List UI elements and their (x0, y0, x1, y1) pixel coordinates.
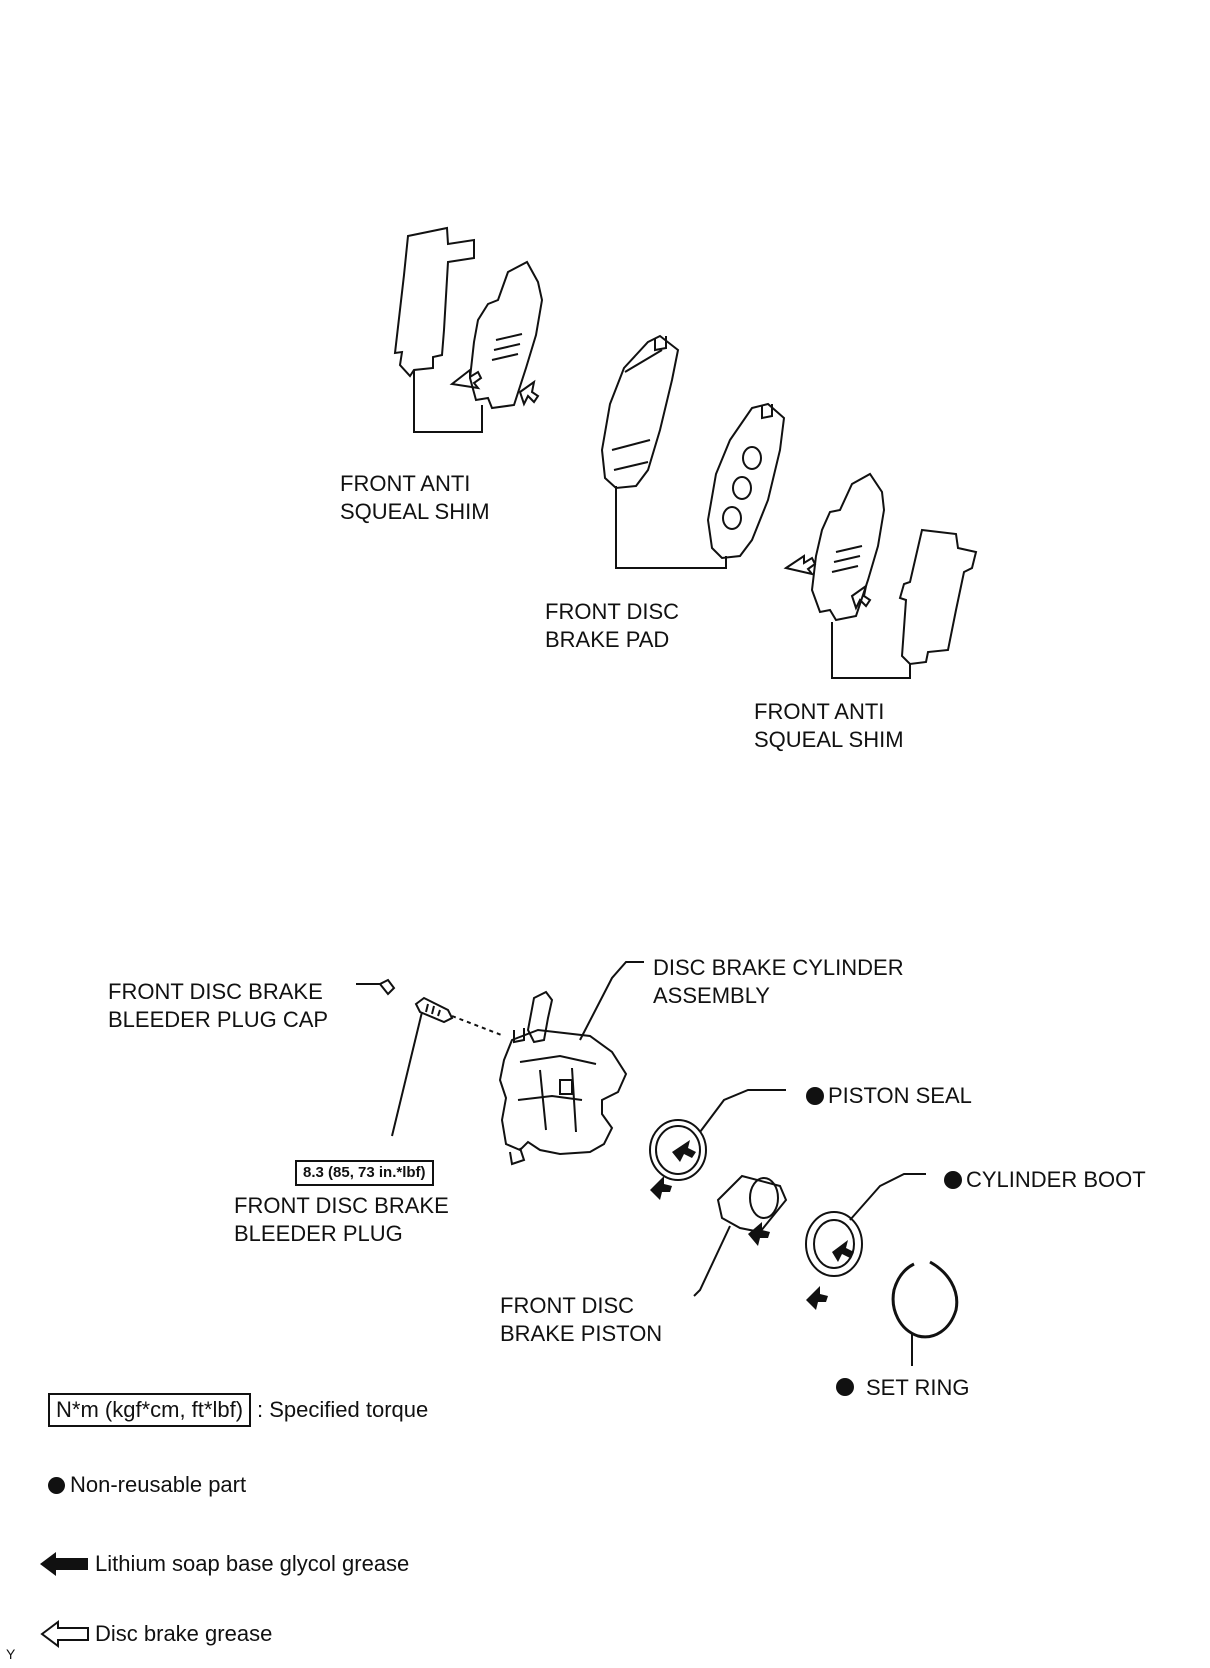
legend-lithium-grease: Lithium soap base glycol grease (95, 1551, 410, 1576)
filled-arrow-icon (40, 1552, 88, 1576)
cylinder-boot (805, 1211, 863, 1277)
piston-seal (649, 1119, 707, 1181)
label-set-ring: SET RING (866, 1375, 970, 1400)
filled-dot-icon (806, 1087, 962, 1396)
shim-left-inner (468, 260, 544, 410)
legend-disc-grease: Disc brake grease (95, 1621, 273, 1646)
brake-piston (716, 1174, 788, 1234)
shim-left-outer (393, 226, 475, 378)
label-bleeder-cap: FRONT DISC BRAKE BLEEDER PLUG CAP (108, 979, 329, 1032)
shim-right-outer (898, 528, 978, 666)
open-arrow-icon (449, 367, 872, 611)
shim-right-inner (810, 472, 886, 622)
corner-mark: Y (6, 1646, 16, 1662)
label-cylinder-boot: CYLINDER BOOT (966, 1167, 1146, 1192)
label-brake-pad: FRONT DISC BRAKE PAD (545, 599, 680, 652)
caliper-bracket (526, 990, 554, 1044)
label-bleeder-plug: FRONT DISC BRAKE BLEEDER PLUG (234, 1193, 449, 1246)
legend-torque-box: N*m (kgf*cm, ft*lbf) (48, 1393, 252, 1427)
label-shim-left: FRONT ANTI SQUEAL SHIM (340, 471, 490, 524)
filled-arrow-icon (650, 1140, 854, 1310)
torque-spec-box: 8.3 (85, 73 in.*lbf) (295, 1160, 434, 1186)
label-brake-piston: FRONT DISC BRAKE PISTON (500, 1293, 663, 1346)
caliper-body (498, 1028, 628, 1156)
legend-torque: N*m (kgf*cm, ft*lbf) : Specified torque (48, 1393, 428, 1427)
label-shim-right: FRONT ANTI SQUEAL SHIM (754, 699, 904, 752)
legend-icons (40, 1552, 89, 1648)
bleeder-plug (414, 996, 454, 1024)
legend-torque-text: : Specified torque (257, 1397, 429, 1422)
label-cylinder-assembly: DISC BRAKE CYLINDER ASSEMBLY (653, 955, 904, 1008)
filled-dot-icon (48, 1476, 65, 1494)
label-piston-seal: PISTON SEAL (828, 1083, 972, 1108)
open-arrow-icon (40, 1620, 89, 1648)
brake-pad-front (600, 334, 680, 490)
brake-pad-back (706, 402, 786, 560)
set-ring (891, 1260, 959, 1339)
legend-non-reusable: Non-reusable part (48, 1472, 246, 1498)
